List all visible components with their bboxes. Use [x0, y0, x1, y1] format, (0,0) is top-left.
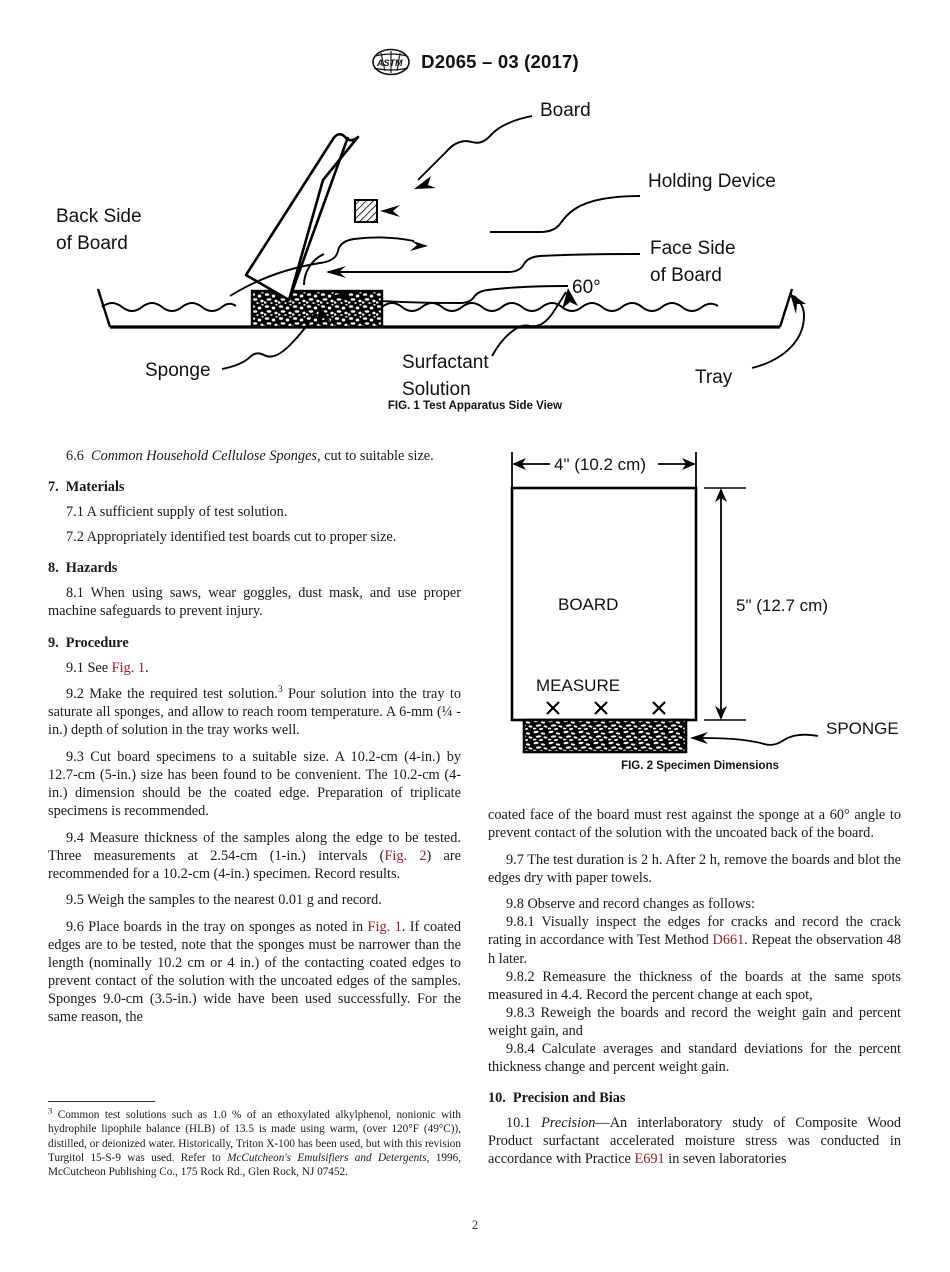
astm-logo-icon: ASTM	[371, 48, 411, 76]
page-number: 2	[471, 1218, 479, 1232]
fig1-label-face-side-1: Face Side	[650, 238, 736, 259]
fig1-label-surfactant-1: Surfactant	[402, 352, 489, 373]
fig2-label-sponge: SPONGE	[826, 719, 899, 738]
paragraph-10-1: 10.1 Precision—An interlaboratory study …	[488, 1115, 901, 1168]
figure-1-caption: FIG. 1 Test Apparatus Side View	[387, 400, 563, 412]
paragraph-6-6: 6.6 Common Household Cellulose Sponges, …	[66, 448, 434, 464]
fig1-label-tray: Tray	[695, 367, 733, 388]
paragraph-9-8: 9.8 Observe and record changes as follow…	[506, 896, 755, 913]
link-fig-1[interactable]: Fig. 1	[111, 659, 146, 676]
fig2-label-measure: MEASURE	[536, 676, 620, 695]
link-fig-1-b[interactable]: Fig. 1	[367, 919, 402, 936]
footnote-number: 3	[48, 1105, 53, 1116]
figure-2-specimen-dimensions: 4" (10.2 cm) 5" (12.7 cm) BOARD MEASURE …	[488, 444, 912, 764]
paragraph-9-8-2: 9.8.2 Remeasure the thickness of the boa…	[488, 968, 901, 1003]
fig1-label-holding-device: Holding Device	[648, 171, 776, 192]
page-header: ASTM D2065 – 03 (2017)	[0, 48, 950, 76]
figure-2-caption: FIG. 2 Specimen Dimensions	[621, 760, 779, 772]
fig2-label-width: 4" (10.2 cm)	[554, 455, 646, 474]
fig2-label-height: 5" (12.7 cm)	[736, 596, 828, 615]
link-fig-2[interactable]: Fig. 2	[384, 847, 427, 864]
footnote-3: 3 Common test solutions such as 1.0 % of…	[48, 1105, 462, 1179]
footnote-separator	[48, 1101, 155, 1102]
paragraph-9-8-3: 9.8.3 Reweigh the boards and record the …	[488, 1004, 901, 1039]
paragraph-9-2: 9.2 Make the required test solution.3 Po…	[48, 685, 461, 739]
fig1-label-face-side-2: of Board	[650, 265, 722, 286]
link-d661[interactable]: D661	[712, 932, 745, 949]
paragraph-7-2: 7.2 Appropriately identified test boards…	[66, 529, 397, 546]
fig1-label-back-side-2: of Board	[56, 233, 128, 254]
figure-1-test-apparatus: Board Holding Device Back Side of Board …	[40, 88, 910, 418]
fig1-label-sponge: Sponge	[145, 360, 211, 381]
paragraph-9-6-continued: coated face of the board must rest again…	[488, 807, 901, 842]
section-heading-9: 9.Procedure	[48, 634, 129, 651]
paragraph-8-1: 8.1 When using saws, wear goggles, dust …	[48, 585, 461, 620]
paragraph-9-6: 9.6 Place boards in the tray on sponges …	[48, 919, 461, 1026]
fig1-label-board: Board	[540, 100, 591, 121]
paragraph-9-8-1: 9.8.1 Visually inspect the edges for cra…	[488, 914, 902, 967]
section-heading-8: 8.Hazards	[48, 560, 118, 577]
fig1-label-angle: 60°	[572, 277, 601, 298]
link-e691[interactable]: E691	[634, 1151, 665, 1168]
standard-designation: D2065 – 03 (2017)	[421, 51, 579, 72]
footnote-marker-3: 3	[277, 685, 283, 696]
fig1-label-surfactant-2: Solution	[402, 379, 471, 400]
paragraph-9-5: 9.5 Weigh the samples to the nearest 0.0…	[66, 892, 382, 909]
fig2-label-board: BOARD	[558, 595, 618, 614]
section-heading-7: 7.Materials	[48, 479, 125, 496]
paragraph-9-4: 9.4 Measure thickness of the samples alo…	[48, 829, 462, 882]
right-text-column: coated face of the board must rest again…	[488, 806, 901, 1168]
section-heading-10: 10.Precision and Bias	[488, 1090, 626, 1107]
paragraph-9-7: 9.7 The test duration is 2 h. After 2 h,…	[488, 851, 901, 886]
fig1-label-back-side-1: Back Side	[56, 206, 142, 227]
paragraph-9-8-4: 9.8.4 Calculate averages and standard de…	[488, 1040, 901, 1076]
paragraph-7-1: 7.1 A sufficient supply of test solution…	[66, 504, 288, 521]
paragraph-9-3: 9.3 Cut board specimens to a suitable si…	[48, 748, 461, 820]
svg-text:ASTM: ASTM	[376, 58, 403, 68]
paragraph-9-1: 9.1 See Fig. 1.	[66, 659, 149, 676]
left-text-column: 6.6 Common Household Cellulose Sponges, …	[48, 447, 461, 1027]
